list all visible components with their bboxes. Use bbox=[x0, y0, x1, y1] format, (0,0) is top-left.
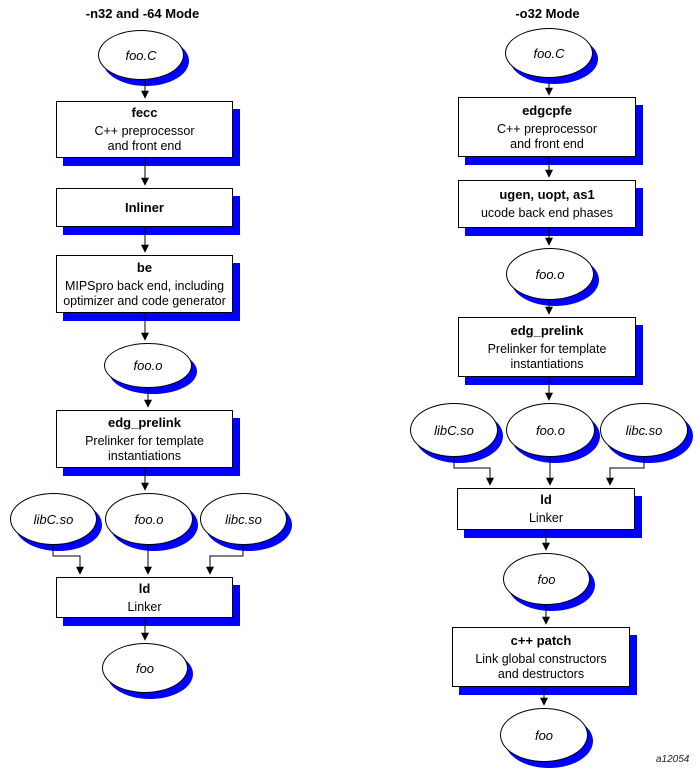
left-fecc-box: fecc C++ preprocessor and front end bbox=[56, 101, 233, 158]
right-ld-desc: Linker bbox=[528, 511, 564, 525]
cpp-patch-desc-line2: and destructors bbox=[497, 666, 585, 681]
edgcpfe-title: edgcpfe bbox=[522, 102, 572, 118]
left-object-file-ellipse: foo.o bbox=[104, 343, 192, 388]
right-column-title: -o32 Mode bbox=[515, 6, 580, 21]
right-output-file-label: foo bbox=[534, 727, 554, 743]
left-inliner-box: Inliner bbox=[56, 188, 233, 227]
edgcpfe-desc-line1: C++ preprocessor bbox=[496, 121, 598, 136]
left-libC-label: libC.so bbox=[33, 511, 74, 527]
right-edg-prelink-box: edg_prelink Prelinker for template insta… bbox=[458, 317, 636, 377]
left-libc-label: libc.so bbox=[225, 511, 262, 527]
edgcpfe-desc-line2: and front end bbox=[510, 136, 584, 151]
edg-prelink-title: edg_prelink bbox=[108, 414, 181, 430]
figure-id-label: a12054 bbox=[656, 754, 690, 765]
right-object-file-label-2: foo.o bbox=[536, 422, 565, 438]
right-edg-prelink-desc-line2: instantiations bbox=[510, 356, 584, 371]
right-libc-ellipse: libc.so bbox=[600, 403, 688, 457]
left-output-file-ellipse: foo bbox=[102, 643, 188, 693]
right-source-file-ellipse: foo.C bbox=[505, 28, 593, 78]
right-ld-title: ld bbox=[540, 492, 552, 507]
right-source-file-label: foo.C bbox=[533, 45, 565, 61]
ugen-desc: ucode back end phases bbox=[480, 206, 614, 220]
arrow-right-libc-to-ld bbox=[606, 456, 645, 486]
left-ld-box: ld Linker bbox=[56, 577, 233, 618]
left-libc-ellipse: libc.so bbox=[200, 493, 287, 545]
right-object-file-ellipse-2: foo.o bbox=[506, 403, 595, 457]
fecc-desc-line1: C++ preprocessor bbox=[94, 124, 195, 138]
right-cpp-patch-box: c++ patch Link global constructors and d… bbox=[452, 627, 630, 687]
edg-prelink-desc-line2: instantiations bbox=[108, 448, 181, 463]
fecc-desc-line2: and front end bbox=[107, 139, 182, 153]
right-libC-label: libC.so bbox=[434, 422, 474, 438]
right-edgcpfe-box: edgcpfe C++ preprocessor and front end bbox=[458, 97, 636, 157]
right-object-file-label: foo.o bbox=[535, 266, 565, 282]
edg-prelink-desc-line1: Prelinker for template bbox=[85, 433, 204, 448]
arrow-right-libC-to-ld bbox=[453, 456, 494, 486]
fecc-title: fecc bbox=[131, 105, 158, 120]
right-object-file-ellipse: foo.o bbox=[506, 248, 594, 300]
arrow-left-libc-to-ld bbox=[206, 544, 244, 575]
be-desc-line2: optimizer and code generator bbox=[63, 293, 226, 308]
be-title: be bbox=[136, 259, 153, 275]
right-libC-ellipse: libC.so bbox=[410, 403, 498, 457]
right-edg-prelink-desc-line1: Prelinker for template bbox=[487, 341, 607, 356]
be-desc-line1: MIPSpro back end, including bbox=[64, 278, 225, 293]
left-be-box: be MIPSpro back end, including optimizer… bbox=[56, 255, 233, 313]
left-object-file-label-2: foo.o bbox=[134, 511, 164, 527]
arrow-left-libC-to-ld bbox=[52, 544, 84, 575]
right-edg-prelink-title: edg_prelink bbox=[510, 322, 584, 338]
right-linked-file-label: foo bbox=[537, 571, 556, 587]
right-output-file-ellipse: foo bbox=[500, 708, 588, 762]
left-output-file-label: foo bbox=[135, 660, 155, 676]
ugen-title: ugen, uopt, as1 bbox=[499, 187, 595, 202]
left-source-file-ellipse: foo.C bbox=[98, 30, 184, 80]
left-source-file-label: foo.C bbox=[125, 47, 157, 63]
left-column-title: -n32 and -64 Mode bbox=[85, 6, 200, 21]
left-object-file-label: foo.o bbox=[133, 358, 163, 373]
right-libc-label: libc.so bbox=[625, 422, 663, 438]
right-ugen-box: ugen, uopt, as1 ucode back end phases bbox=[458, 180, 636, 228]
cpp-patch-desc-line1: Link global constructors bbox=[475, 651, 607, 666]
ld-title: ld bbox=[138, 580, 151, 596]
left-edg-prelink-box: edg_prelink Prelinker for template insta… bbox=[56, 410, 233, 468]
left-object-file-ellipse-2: foo.o bbox=[105, 493, 193, 545]
inliner-title: Inliner bbox=[124, 200, 164, 215]
ld-desc: Linker bbox=[127, 599, 162, 614]
right-ld-box: ld Linker bbox=[457, 488, 635, 530]
cpp-patch-title: c++ patch bbox=[510, 632, 572, 648]
left-libC-ellipse: libC.so bbox=[10, 493, 97, 545]
right-linked-file-ellipse: foo bbox=[503, 553, 590, 605]
